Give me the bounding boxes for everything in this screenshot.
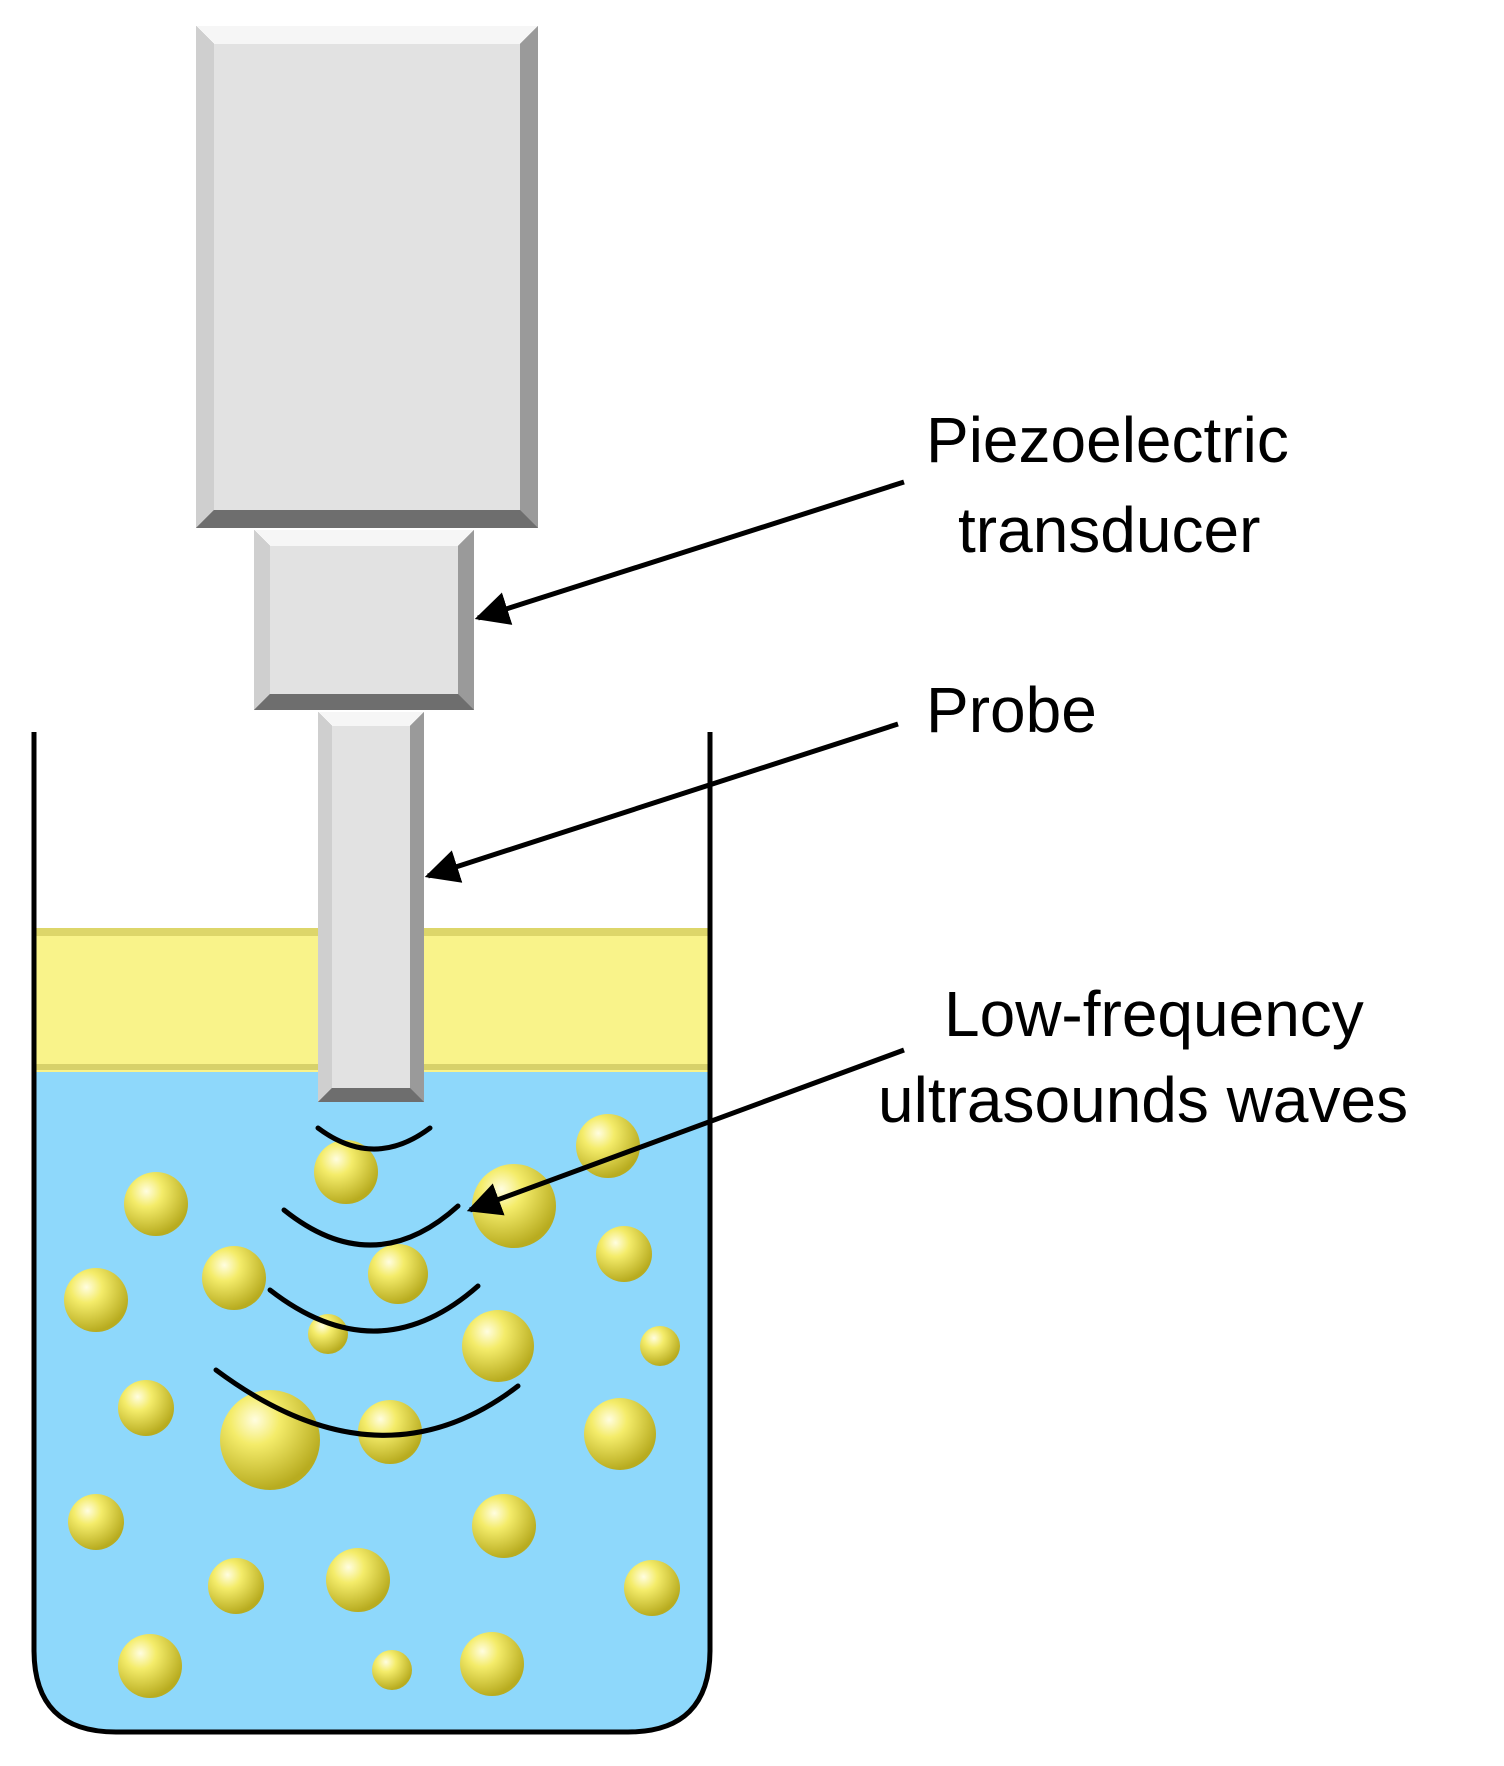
wave-arc-2 (281, 1203, 461, 1248)
sphere-icon (124, 1172, 188, 1236)
sphere-icon (326, 1548, 390, 1612)
label-waves-line1: Low-frequency (944, 978, 1364, 1050)
arrows (424, 479, 905, 1216)
sphere-icon (202, 1246, 266, 1310)
label-transducer-line2: transducer (958, 494, 1260, 566)
labels: Piezoelectric transducer Probe Low-frequ… (878, 404, 1408, 1136)
arrow-icon (474, 479, 905, 625)
arrow-icon (424, 721, 899, 883)
label-probe: Probe (926, 674, 1097, 746)
wave-arc-4 (213, 1367, 521, 1438)
probe-rod (318, 712, 424, 1102)
sphere-icon (462, 1310, 534, 1382)
wave-arc-3 (267, 1283, 481, 1334)
ultrasound-waves (213, 1125, 521, 1438)
sphere-icon (118, 1634, 182, 1698)
beaker-outline (31, 732, 713, 1735)
sphere-icon (460, 1632, 524, 1696)
label-waves-line2: ultrasounds waves (878, 1064, 1408, 1136)
sphere-icon (64, 1268, 128, 1332)
arrow-icon (466, 1047, 905, 1216)
sphere-icon (624, 1560, 680, 1616)
label-transducer-line1: Piezoelectric (926, 404, 1289, 476)
sonicator (196, 26, 538, 1102)
transducer-block (254, 530, 474, 710)
sphere-icon (472, 1494, 536, 1558)
housing (196, 26, 538, 528)
sphere-icon (68, 1494, 124, 1550)
sphere-icon (584, 1398, 656, 1470)
sphere-icon (640, 1326, 680, 1366)
sphere-icon (208, 1558, 264, 1614)
sphere-icon (358, 1400, 422, 1464)
sphere-icon (368, 1244, 428, 1304)
sphere-icon (596, 1226, 652, 1282)
sphere-icon (372, 1650, 412, 1690)
sphere-icon (118, 1380, 174, 1436)
wave-arc-1 (315, 1125, 433, 1152)
sphere-icon (314, 1140, 378, 1204)
sphere-icon (576, 1114, 640, 1178)
